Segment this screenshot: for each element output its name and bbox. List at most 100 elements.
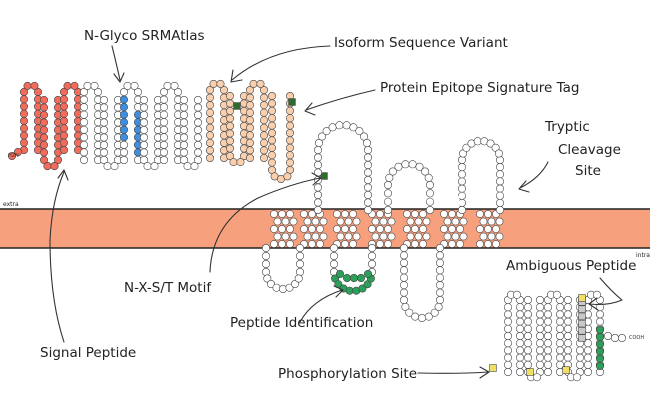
residue [59, 95, 68, 104]
residue [595, 347, 604, 356]
residue [363, 191, 372, 200]
residue [180, 156, 189, 165]
residue [403, 210, 411, 218]
residue [246, 123, 255, 132]
residue [543, 353, 552, 362]
residue [249, 79, 258, 88]
residue [80, 125, 89, 134]
residue [263, 274, 272, 283]
residue [180, 141, 189, 150]
residue [575, 346, 584, 355]
residue [206, 131, 215, 140]
residue [160, 88, 169, 97]
residue [603, 331, 612, 340]
residue [80, 95, 89, 104]
residue [283, 172, 292, 181]
residue [563, 331, 572, 340]
residue [59, 138, 68, 147]
residue [267, 114, 276, 123]
residue [39, 96, 48, 105]
residue [419, 240, 427, 248]
residue [535, 295, 544, 304]
residue [259, 131, 268, 140]
residue [335, 121, 344, 130]
residue [140, 111, 149, 120]
residue [319, 217, 328, 226]
residue [267, 158, 276, 167]
residue [259, 108, 268, 117]
residue [352, 232, 361, 241]
residue [448, 240, 456, 248]
residue [266, 279, 275, 288]
residue [120, 133, 129, 142]
residue [226, 137, 235, 146]
residue [535, 324, 544, 333]
residue [367, 244, 376, 253]
residue [289, 232, 298, 241]
residue [19, 95, 28, 104]
residue [120, 88, 129, 97]
residue [495, 184, 504, 193]
residue [43, 162, 52, 171]
residue [473, 137, 482, 146]
residue [358, 284, 367, 293]
residue [342, 121, 351, 130]
residue [435, 273, 444, 282]
residue [226, 114, 235, 123]
residue [535, 310, 544, 319]
residue [563, 324, 572, 333]
residue [515, 353, 524, 362]
residue [120, 125, 129, 134]
intra-label: intra [636, 252, 650, 259]
residue [50, 162, 59, 171]
residue [476, 240, 484, 248]
residue [267, 106, 276, 115]
residue [425, 197, 434, 206]
residue [39, 118, 48, 127]
residue [388, 167, 397, 176]
residue [487, 217, 496, 226]
residue [259, 154, 268, 163]
residue [80, 140, 89, 149]
residue [399, 266, 408, 275]
residue [194, 103, 203, 112]
residue [39, 133, 48, 142]
residue [59, 124, 68, 133]
residue [434, 302, 443, 311]
residue [194, 96, 203, 105]
residue [341, 225, 349, 233]
residue [226, 122, 235, 131]
residue [246, 146, 255, 155]
residue [424, 173, 433, 182]
residue [406, 217, 415, 226]
residue [617, 333, 626, 342]
residue [495, 232, 504, 241]
residue [459, 232, 468, 241]
residue [583, 353, 592, 362]
residue [316, 240, 324, 248]
residue [595, 340, 604, 349]
residue [278, 284, 287, 293]
residue [259, 93, 268, 102]
residue [399, 251, 408, 260]
residue [303, 232, 312, 241]
residue [100, 103, 109, 112]
residue [278, 225, 286, 233]
residue [308, 210, 316, 218]
residue [160, 140, 169, 149]
residue [226, 99, 235, 108]
residue [286, 225, 294, 233]
residue [80, 148, 89, 157]
residue [411, 210, 419, 218]
residue [39, 126, 48, 135]
residue [246, 86, 255, 95]
residue-square [562, 366, 570, 374]
residue [362, 139, 371, 148]
residue [359, 132, 368, 141]
residue [194, 148, 203, 157]
arrow-signal [49, 169, 69, 343]
residue [333, 225, 341, 233]
residue [206, 93, 215, 102]
residue [246, 138, 255, 147]
residue [160, 110, 169, 119]
